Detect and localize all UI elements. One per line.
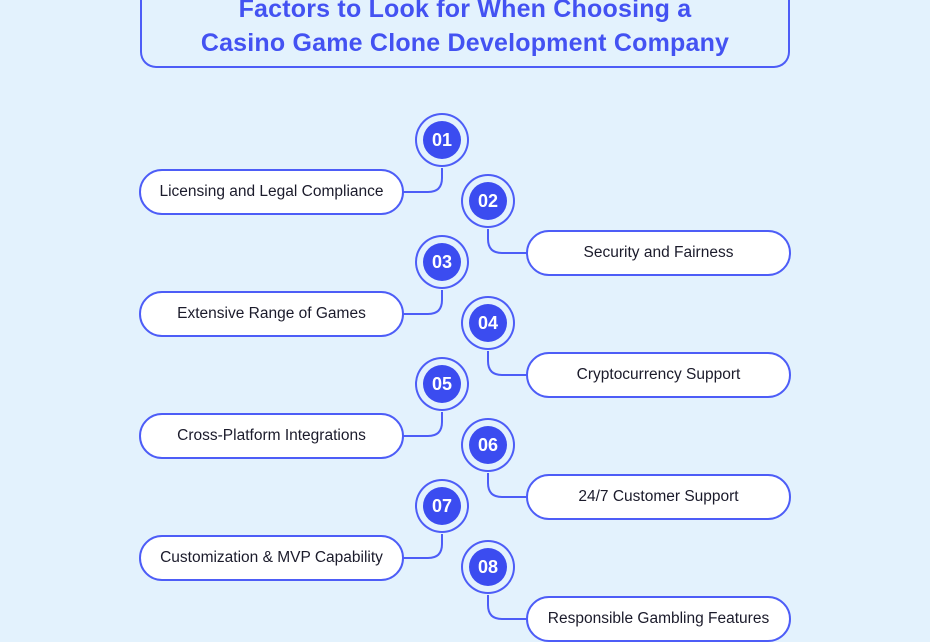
connector-elbow: [402, 168, 443, 193]
step-number-badge: 01: [423, 121, 461, 159]
title-banner: Factors to Look for When Choosing a Casi…: [140, 0, 790, 68]
connector-elbow: [487, 473, 528, 498]
step-number-badge: 05: [423, 365, 461, 403]
step-number-badge: 02: [469, 182, 507, 220]
step-number-badge: 07: [423, 487, 461, 525]
title-line-1: Factors to Look for When Choosing a: [238, 0, 692, 23]
connector-lines: [220, 129, 710, 620]
factor-label-pill: Responsible Gambling Features: [526, 596, 791, 642]
step-number-badge: 06: [469, 426, 507, 464]
step-number-badge: 04: [469, 304, 507, 342]
factor-label-pill: Cryptocurrency Support: [526, 352, 791, 398]
connector-elbow: [402, 412, 443, 437]
factor-label-pill: Customization & MVP Capability: [139, 535, 404, 581]
connector-elbow: [402, 290, 443, 315]
factor-label-pill: 24/7 Customer Support: [526, 474, 791, 520]
connector-elbow: [402, 534, 443, 559]
factor-label-pill: Security and Fairness: [526, 230, 791, 276]
factor-label-pill: Cross-Platform Integrations: [139, 413, 404, 459]
factor-label-pill: Licensing and Legal Compliance: [139, 169, 404, 215]
step-number-badge: 08: [469, 548, 507, 586]
step-number-badge: 03: [423, 243, 461, 281]
factor-label-pill: Extensive Range of Games: [139, 291, 404, 337]
title-line-2: Casino Game Clone Development Company: [200, 29, 730, 57]
connector-elbow: [487, 229, 528, 254]
connector-elbow: [487, 351, 528, 376]
connector-elbow: [487, 595, 528, 620]
